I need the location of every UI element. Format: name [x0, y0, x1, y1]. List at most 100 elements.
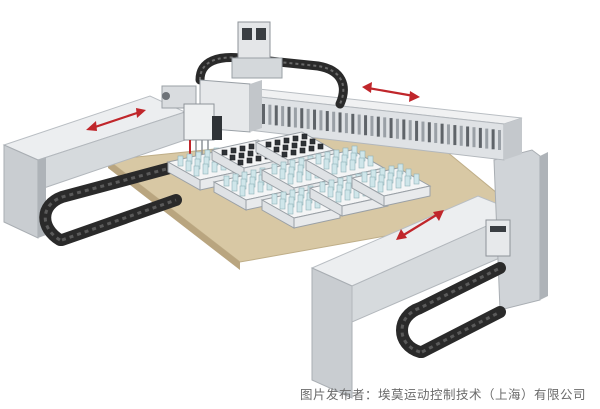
- tray-well: [340, 161, 347, 173]
- left-cable-chain: [39, 162, 182, 246]
- right-rail-motion-arrow: [396, 210, 444, 240]
- tray-well: [315, 153, 322, 165]
- bellows-slot: [364, 115, 368, 136]
- bellows-slot: [313, 109, 317, 130]
- bellows-slot: [376, 116, 380, 137]
- bellows-slot: [472, 127, 476, 148]
- tray-well: [319, 181, 326, 193]
- tray-well: [265, 141, 272, 148]
- bellows-slot: [300, 108, 304, 129]
- bellows-slot: [325, 111, 329, 132]
- bellows-slot: [446, 124, 450, 145]
- tray-well: [271, 193, 278, 205]
- image-credit-caption: 图片发布者：埃莫运动控制技术（上海）有限公司: [299, 387, 586, 402]
- work-bed-edge: [108, 160, 240, 270]
- bellows-slot: [268, 104, 272, 125]
- tray-well: [274, 139, 281, 146]
- tray-well: [177, 155, 184, 167]
- tray-well: [404, 175, 411, 187]
- tray-well: [185, 160, 192, 172]
- tray-well: [323, 158, 330, 170]
- tray-well: [344, 189, 351, 201]
- bellows-slot: [427, 122, 431, 143]
- bellows-slot: [332, 111, 336, 132]
- left-rail-motion-arrow: [86, 108, 146, 131]
- bellows-slot: [293, 107, 297, 128]
- bellows-slot: [370, 115, 374, 136]
- bellows-slot: [357, 114, 361, 135]
- cross-beam-motion-arrow: [362, 82, 420, 102]
- z-axis-motor-assembly: [231, 21, 283, 79]
- cross-beam-end: [504, 118, 522, 160]
- tray-well: [246, 157, 253, 164]
- tray-well: [291, 142, 298, 149]
- right-rail-end-post-side: [500, 152, 548, 310]
- tray-well: [296, 171, 303, 183]
- bellows-slot: [274, 105, 278, 126]
- tray-well: [283, 137, 290, 144]
- tray-well: [292, 135, 299, 142]
- right-motor-block: [485, 219, 511, 257]
- bellows-slot: [395, 118, 399, 139]
- tray-well: [202, 163, 209, 175]
- tray-well: [361, 171, 368, 183]
- tray-well: [305, 199, 312, 211]
- tray-well: [358, 157, 365, 169]
- tray-well: [308, 145, 315, 152]
- tray-well: [211, 161, 218, 173]
- tray-well: [221, 149, 228, 156]
- tray-well: [369, 176, 376, 188]
- bellows-slot: [408, 120, 412, 141]
- tray-well: [335, 191, 342, 203]
- bellows-slot: [498, 130, 501, 150]
- right-rail-front: [311, 267, 353, 399]
- tray-well: [229, 154, 236, 161]
- bellows-slot: [319, 110, 323, 131]
- tray-well: [248, 183, 255, 195]
- bellows-slot: [338, 112, 342, 133]
- tray-well: [193, 165, 200, 177]
- tray-well: [290, 149, 297, 156]
- tray-well: [279, 168, 286, 180]
- right-motor-detail: [490, 226, 506, 232]
- tray-well: [395, 177, 402, 189]
- bellows-slot: [459, 125, 463, 146]
- bellows-slot: [453, 125, 457, 146]
- tray-well: [223, 175, 230, 187]
- tray-well: [287, 203, 294, 215]
- bellows-slot: [262, 104, 265, 124]
- tray-well: [299, 147, 306, 154]
- tray-well: [301, 133, 308, 140]
- bellows-slot: [485, 128, 489, 149]
- bellows-slot: [402, 119, 406, 140]
- tray-well: [282, 144, 289, 151]
- tray-well: [239, 145, 246, 152]
- sample-tray: [350, 163, 432, 207]
- bellows-slot: [434, 122, 438, 143]
- tray-well: [287, 173, 294, 185]
- tray-well: [377, 181, 384, 193]
- tray-well: [273, 146, 280, 153]
- tray-well: [296, 201, 303, 213]
- bellows-slot: [287, 106, 291, 127]
- tray-well: [309, 138, 316, 145]
- tray-well: [331, 163, 338, 175]
- bellows-slot: [281, 106, 285, 127]
- tray-well: [237, 159, 244, 166]
- tray-well: [349, 159, 356, 171]
- bellows-slot: [478, 127, 482, 148]
- tray-well: [327, 186, 334, 198]
- bellows-slot: [421, 121, 425, 142]
- tray-well: [231, 180, 238, 192]
- cross-beam-bellows: [262, 104, 501, 150]
- bellows-slot: [383, 117, 387, 138]
- bellows-slot: [440, 123, 444, 144]
- tray-well: [271, 163, 278, 175]
- bellows-slot: [466, 126, 470, 147]
- bellows-slot: [491, 129, 495, 150]
- bellows-slot: [389, 118, 393, 139]
- tray-well: [247, 150, 254, 157]
- tray-well: [413, 173, 420, 185]
